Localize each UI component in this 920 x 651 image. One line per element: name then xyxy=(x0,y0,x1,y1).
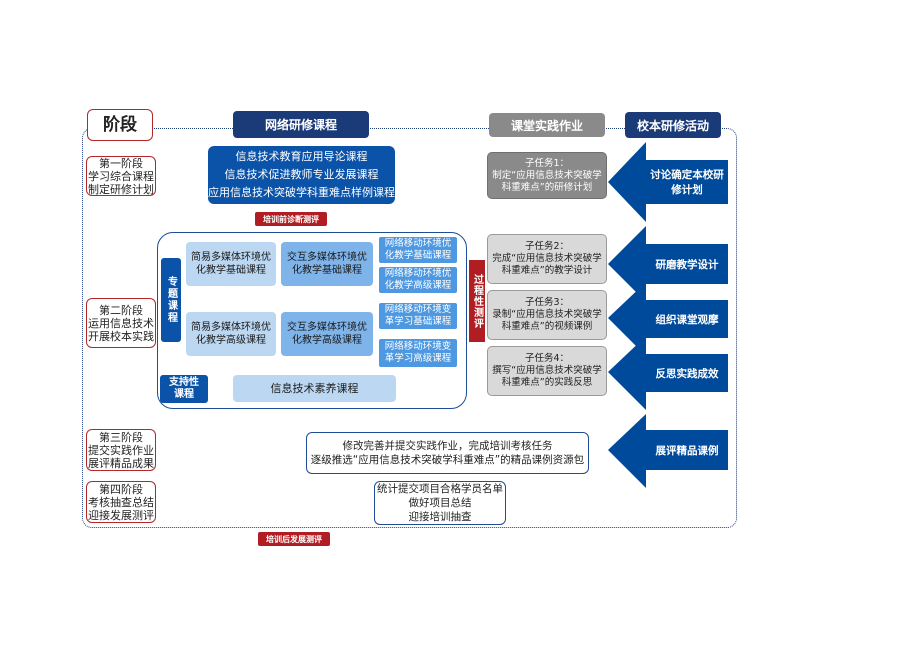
topic-course-tag: 专题课程 xyxy=(161,258,181,342)
activity-5: 展评精品课例 xyxy=(655,444,719,457)
stage4-summary: 统计提交项目合格学员名单 做好项目总结 迎接培训抽查 xyxy=(374,481,506,525)
stage3-summary: 修改完善并提交实践作业，完成培训考核任务 逐级推选“应用信息技术突破学科重难点”… xyxy=(306,432,589,474)
phase-header: 阶段 xyxy=(87,109,153,141)
phase-3: 第三阶段 提交实践作业 展评精品成果 xyxy=(86,429,156,471)
module-interactive-basic: 交互多媒体环境优 化教学基础课程 xyxy=(281,242,373,286)
module-network-3: 网络移动环境变 革学习基础课程 xyxy=(378,302,458,330)
arrow-shape-4 xyxy=(608,336,728,410)
module-network-1: 网络移动环境优 化教学基础课程 xyxy=(378,236,458,264)
activity-1: 讨论确定本校研修计划 xyxy=(650,169,724,196)
support-course-tag: 支持性课程 xyxy=(160,375,208,403)
arrow-shape-5 xyxy=(608,414,728,488)
module-network-2: 网络移动环境优 化教学高级课程 xyxy=(378,266,458,294)
process-evaluation-tag: 过程性测评 xyxy=(469,260,485,342)
arrow-shape-3 xyxy=(608,282,728,356)
header-school-activity: 校本研修活动 xyxy=(625,112,721,138)
task-4: 子任务4： 撰写“应用信息技术突破学 科重难点”的实践反思 xyxy=(487,346,607,396)
module-literacy: 信息技术素养课程 xyxy=(233,375,396,402)
activity-3: 组织课堂观摩 xyxy=(655,313,719,326)
header-practice: 课堂实践作业 xyxy=(489,113,605,137)
phase-4: 第四阶段 考核抽查总结 迎接发展测评 xyxy=(86,481,156,523)
outer-frame xyxy=(82,128,737,528)
arrow-shape-1 xyxy=(608,142,728,222)
activity-arrows xyxy=(608,142,728,488)
task-1: 子任务1： 制定“应用信息技术突破学 科重难点”的研修计划 xyxy=(487,152,607,199)
activity-2: 研磨教学设计 xyxy=(655,258,719,271)
task-2: 子任务2： 完成“应用信息技术突破学 科重难点”的教学设计 xyxy=(487,234,607,284)
task-3: 子任务3： 录制“应用信息技术突破学 科重难点”的视频课例 xyxy=(487,290,607,340)
phase-1: 第一阶段 学习综合课程 制定研修计划 xyxy=(86,156,156,196)
intro-course-2: 信息技术促进教师专业发展课程 xyxy=(224,168,379,181)
module-interactive-advanced: 交互多媒体环境优 化教学高级课程 xyxy=(281,312,373,356)
header-online-course: 网络研修课程 xyxy=(233,111,369,138)
intro-course-3: 应用信息技术突破学科重难点样例课程 xyxy=(208,186,395,199)
pre-training-tag: 培训前诊断测评 xyxy=(255,212,327,226)
module-network-4: 网络移动环境变 革学习高级课程 xyxy=(378,338,458,368)
phase-2: 第二阶段 运用信息技术 开展校本实践 xyxy=(86,298,156,348)
module-simple-advanced: 简易多媒体环境优 化教学高级课程 xyxy=(186,312,276,356)
activity-4: 反思实践成效 xyxy=(655,367,719,380)
module-simple-basic: 简易多媒体环境优 化教学基础课程 xyxy=(186,242,276,286)
intro-course-1: 信息技术教育应用导论课程 xyxy=(235,150,368,163)
post-training-tag: 培训后发展测评 xyxy=(258,532,330,546)
arrow-shape-2 xyxy=(608,226,728,302)
intro-courses-box: 信息技术教育应用导论课程 信息技术促进教师专业发展课程 应用信息技术突破学科重难… xyxy=(208,146,395,204)
